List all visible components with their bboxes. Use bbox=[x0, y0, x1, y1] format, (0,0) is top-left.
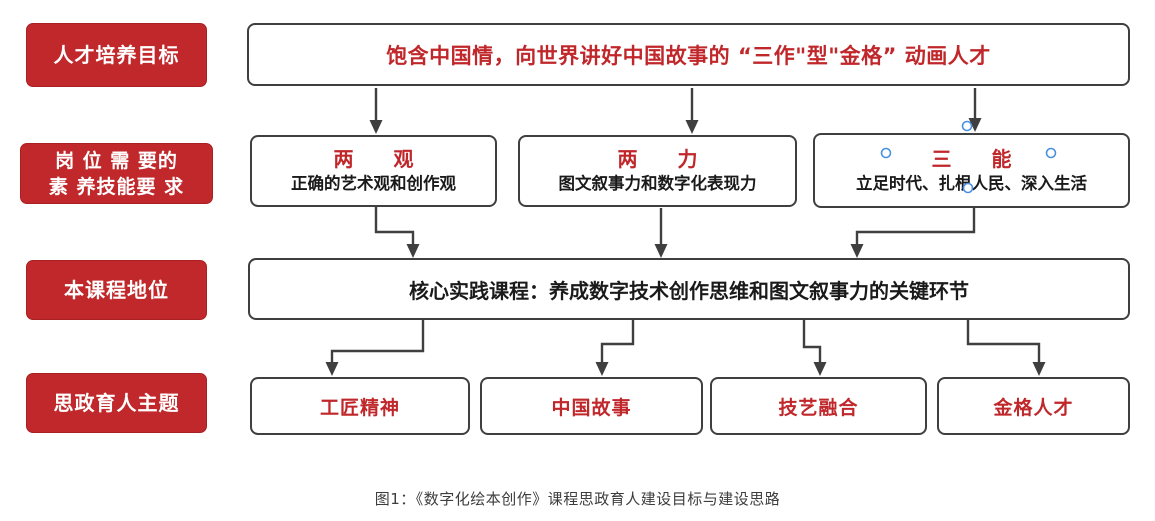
theme-box-jinge-talent-text: 金格人才 bbox=[993, 396, 1074, 419]
theme-box-china-story-text: 中国故事 bbox=[551, 396, 632, 419]
row-label-talent-goal-text: 人才培养目标 bbox=[53, 43, 180, 67]
figure-caption: 图1：《数字化绘本创作》课程思政育人建设目标与建设思路 bbox=[374, 490, 781, 508]
arrow-abilities-to-position bbox=[654, 208, 668, 258]
arrow-position-to-china-story bbox=[595, 320, 635, 376]
row-label-ideology-theme[interactable]: 思政育人主题 bbox=[26, 373, 207, 433]
skill-box-two-views[interactable]: 两 观 正确的艺术观和创作观 bbox=[250, 135, 497, 207]
theme-box-china-story[interactable]: 中国故事 bbox=[480, 377, 703, 435]
theme-box-craftsman-spirit[interactable]: 工匠精神 bbox=[250, 377, 470, 435]
arrow-position-to-jinge bbox=[966, 320, 1046, 376]
arrow-goal-to-views bbox=[369, 88, 383, 134]
arrow-goal-to-capacities bbox=[968, 88, 982, 132]
theme-box-jinge-talent[interactable]: 金格人才 bbox=[937, 377, 1130, 435]
skill-box-three-capacities-subtitle: 立足时代、扎根人民、深入生活 bbox=[856, 173, 1087, 193]
row-label-course-position-text: 本课程地位 bbox=[64, 278, 169, 302]
skill-box-three-capacities-title: 三 能 bbox=[931, 146, 1012, 171]
arrow-position-to-craftsman bbox=[325, 320, 425, 376]
skill-box-two-views-title: 两 观 bbox=[333, 147, 414, 171]
theme-box-art-tech-fusion[interactable]: 技艺融合 bbox=[710, 377, 927, 435]
skill-box-two-views-subtitle: 正确的艺术观和创作观 bbox=[291, 174, 456, 193]
row-label-job-skills-line2: 素 养技能要 求 bbox=[48, 175, 185, 198]
skill-box-two-abilities-title: 两 力 bbox=[617, 147, 698, 171]
selection-handle-top[interactable] bbox=[961, 120, 973, 132]
course-position-box[interactable]: 核心实践课程：养成数字技术创作思维和图文叙事力的关键环节 bbox=[248, 258, 1130, 320]
course-position-box-text: 核心实践课程：养成数字技术创作思维和图文叙事力的关键环节 bbox=[409, 278, 969, 303]
skill-box-two-abilities-subtitle: 图文叙事力和数字化表现力 bbox=[558, 174, 757, 193]
theme-box-craftsman-spirit-text: 工匠精神 bbox=[319, 396, 400, 419]
skill-box-two-abilities[interactable]: 两 力 图文叙事力和数字化表现力 bbox=[518, 135, 797, 207]
arrow-goal-to-abilities bbox=[685, 88, 699, 134]
row-label-job-skills[interactable]: 岗 位 需 要的 素 养技能要 求 bbox=[20, 143, 213, 204]
theme-box-art-tech-fusion-text: 技艺融合 bbox=[778, 396, 859, 419]
goal-box[interactable]: 饱含中国情，向世界讲好中国故事的 “三作"型"金格” 动画人才 bbox=[247, 23, 1130, 86]
arrow-position-to-fusion bbox=[802, 320, 827, 376]
arrow-capacities-to-position bbox=[850, 208, 976, 258]
row-label-talent-goal[interactable]: 人才培养目标 bbox=[26, 23, 207, 87]
row-label-ideology-theme-text: 思政育人主题 bbox=[53, 391, 180, 415]
row-label-job-skills-line1: 岗 位 需 要的 bbox=[55, 149, 178, 172]
skill-box-three-capacities[interactable]: 三 能 立足时代、扎根人民、深入生活 bbox=[813, 133, 1130, 208]
arrow-views-to-position bbox=[374, 207, 420, 258]
goal-box-text: 饱含中国情，向世界讲好中国故事的 “三作"型"金格” 动画人才 bbox=[386, 43, 991, 68]
row-label-course-position[interactable]: 本课程地位 bbox=[26, 260, 207, 320]
